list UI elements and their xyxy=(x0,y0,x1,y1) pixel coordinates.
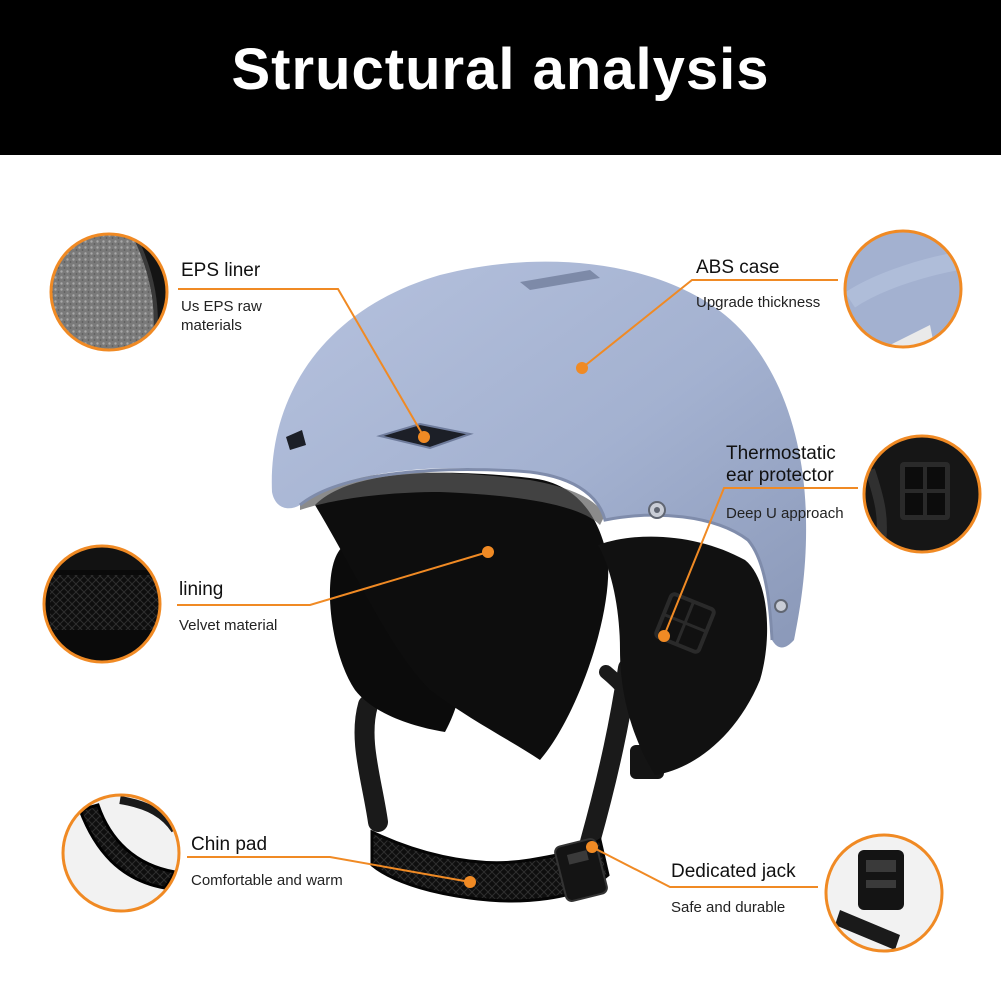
dedicated-jack-label: Dedicated jack xyxy=(671,861,796,882)
chin-pad-label: Chin pad xyxy=(191,834,268,855)
eps-foam-closeup-icon xyxy=(49,232,169,352)
eps-liner-desc-line1: Us EPS raw xyxy=(181,298,262,315)
right-ear-protector xyxy=(598,536,768,775)
lining-leader xyxy=(177,551,489,606)
ear-leader xyxy=(663,487,858,637)
eps-liner-label: EPS liner xyxy=(181,260,261,281)
lining-dot xyxy=(482,546,494,558)
eps-liner-desc-line2: materials xyxy=(181,317,242,334)
ear-protector-label: Thermostatic ear protector xyxy=(726,443,836,487)
ear-dot xyxy=(658,630,670,642)
leader-lines xyxy=(177,279,858,888)
abs-shell-closeup-icon xyxy=(843,229,963,349)
inner-lining xyxy=(315,472,609,760)
dedicated-jack-desc: Safe and durable xyxy=(671,899,786,916)
eps-liner-desc: Us EPS raw materials xyxy=(181,297,262,335)
chin-leader xyxy=(187,856,471,883)
ear-protector-label-line1: Thermostatic xyxy=(726,443,836,464)
jack-dot xyxy=(586,841,598,853)
abs-shell xyxy=(271,261,807,648)
top-vent xyxy=(520,270,600,290)
eps-leader xyxy=(178,288,425,438)
buckle-closeup-icon xyxy=(824,833,944,953)
rivet xyxy=(774,599,788,613)
chin-pad xyxy=(370,829,610,903)
chin-pad-closeup-icon xyxy=(61,793,181,913)
chin-pad-desc: Comfortable and warm xyxy=(191,872,343,889)
jack-leader xyxy=(591,846,818,888)
ear-protector-label-line2: ear protector xyxy=(726,465,834,486)
ear-protector-closeup-icon xyxy=(862,434,982,554)
ear-protector-desc: Deep U approach xyxy=(726,505,844,522)
page-title: Structural analysis xyxy=(231,37,770,102)
abs-leader xyxy=(581,279,838,369)
buckle xyxy=(554,838,608,902)
abs-case-label: ABS case xyxy=(696,257,780,278)
title-banner: Structural analysis xyxy=(0,0,1001,155)
eps-dot xyxy=(418,431,430,443)
side-vent xyxy=(286,430,306,450)
leader-dots xyxy=(418,362,670,888)
lining-desc: Velvet material xyxy=(179,617,278,634)
velvet-lining-closeup-icon xyxy=(42,544,162,664)
lining-label: lining xyxy=(179,579,224,600)
helmet xyxy=(271,261,807,903)
abs-dot xyxy=(576,362,588,374)
abs-case-desc: Upgrade thickness xyxy=(696,294,821,311)
chin-dot xyxy=(464,876,476,888)
left-strap xyxy=(354,695,388,832)
